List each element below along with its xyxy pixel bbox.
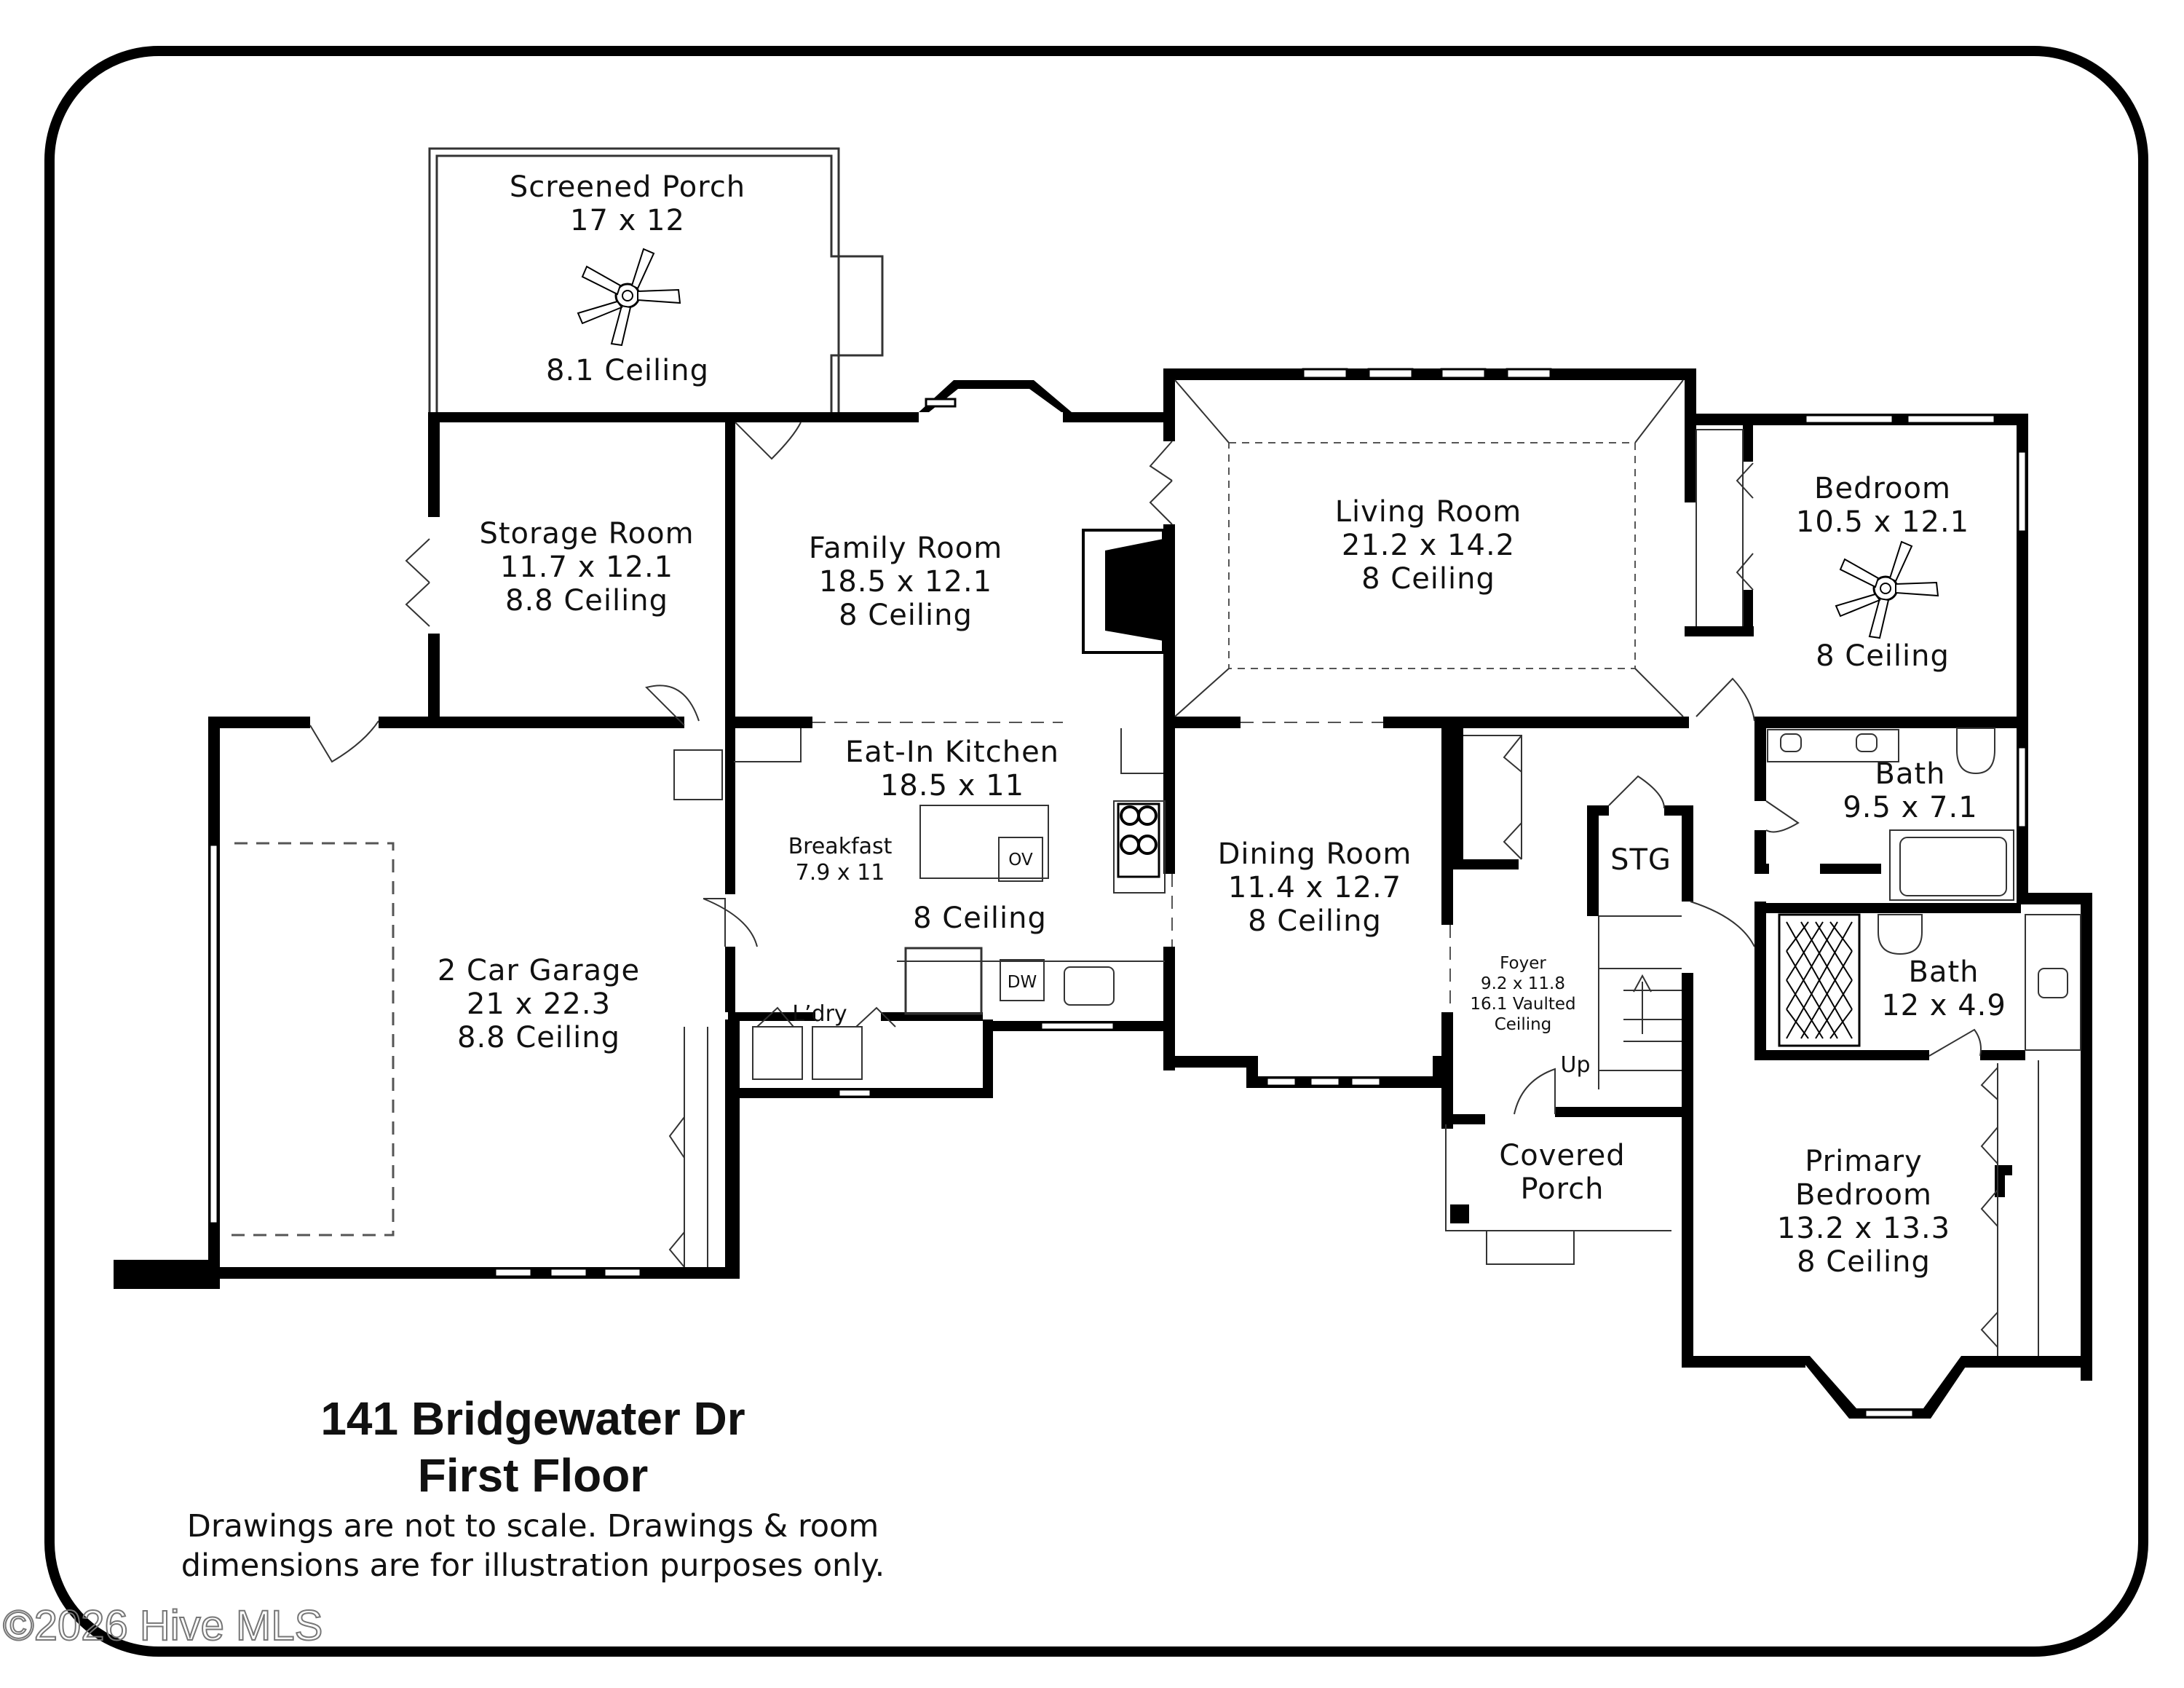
kitchen-name: Eat-In Kitchen [845, 735, 1059, 769]
dining-room-name: Dining Room [1218, 837, 1412, 871]
room-labels: Screened Porch 17 x 12 8.1 Ceiling Stora… [438, 170, 2006, 1279]
disclaimer-line-1: Drawings are not to scale. Drawings & ro… [187, 1508, 879, 1545]
breakfast-name: Breakfast [788, 834, 893, 859]
address-title: 141 Bridgewater Dr [320, 1392, 745, 1445]
family-room-ceiling: 8 Ceiling [839, 599, 973, 632]
disclaimer-line-2: dimensions are for illustration purposes… [181, 1547, 885, 1584]
garage-dims: 21 x 22.3 [467, 987, 611, 1021]
storage-room-dims: 11.7 x 12.1 [500, 551, 673, 584]
primary-bedroom-dims: 13.2 x 13.3 [1777, 1212, 1950, 1245]
plan-details [226, 379, 2081, 1356]
living-room-dims: 21.2 x 14.2 [1342, 529, 1515, 562]
foyer-ceiling: 16.1 Vaulted [1470, 995, 1575, 1014]
ceiling-fan-icon [1835, 540, 1939, 639]
foyer-ceiling-2: Ceiling [1495, 1015, 1552, 1034]
dishwasher-label: DW [1008, 973, 1037, 992]
garage-name: 2 Car Garage [438, 954, 640, 987]
bath1-name: Bath [1875, 757, 1946, 791]
stg-name: STG [1610, 843, 1671, 877]
primary-bedroom-name-2: Bedroom [1795, 1178, 1932, 1212]
kitchen-dims: 18.5 x 11 [880, 769, 1024, 802]
covered-porch-name: Covered [1499, 1139, 1625, 1172]
screened-porch-ceiling: 8.1 Ceiling [546, 354, 709, 387]
ceiling-fan-icon [577, 248, 681, 347]
floor-title: First Floor [418, 1449, 648, 1502]
screened-porch-dims: 17 x 12 [570, 204, 685, 237]
watermark: ©2026 Hive MLS [3, 1602, 323, 1649]
laundry-name: L’dry [792, 1001, 847, 1027]
primary-bedroom-name: Primary [1805, 1145, 1923, 1178]
family-room-name: Family Room [809, 532, 1002, 565]
bath2-dims: 12 x 4.9 [1881, 989, 2006, 1022]
oven-label: OV [1008, 851, 1033, 869]
storage-room-name: Storage Room [479, 517, 694, 551]
windows [208, 368, 2027, 1419]
bedroom-ceiling: 8 Ceiling [1816, 639, 1950, 673]
living-room-name: Living Room [1335, 495, 1522, 529]
title-block: 141 Bridgewater Dr First Floor Drawings … [181, 1392, 885, 1584]
breakfast-dims: 7.9 x 11 [796, 860, 885, 886]
kitchen-ceiling: 8 Ceiling [913, 902, 1047, 935]
bath2-name: Bath [1909, 955, 1979, 989]
page-frame [44, 46, 2148, 1657]
dining-room-ceiling: 8 Ceiling [1248, 904, 1382, 938]
screened-porch-name: Screened Porch [510, 170, 745, 204]
storage-room-ceiling: 8.8 Ceiling [505, 584, 668, 618]
garage-ceiling: 8.8 Ceiling [457, 1021, 620, 1054]
bedroom-dims: 10.5 x 12.1 [1796, 505, 1969, 539]
walls [114, 147, 2092, 1419]
foyer-name: Foyer [1500, 954, 1546, 973]
bedroom-name: Bedroom [1814, 472, 1951, 505]
primary-bedroom-ceiling: 8 Ceiling [1797, 1245, 1931, 1279]
bath1-dims: 9.5 x 7.1 [1843, 791, 1977, 824]
living-room-ceiling: 8 Ceiling [1361, 562, 1495, 596]
foyer-dims: 9.2 x 11.8 [1481, 974, 1565, 993]
family-room-dims: 18.5 x 12.1 [819, 565, 992, 599]
dining-room-dims: 11.4 x 12.7 [1228, 871, 1401, 904]
covered-porch-name-2: Porch [1520, 1172, 1604, 1206]
stairs-up-label: Up [1560, 1052, 1590, 1078]
